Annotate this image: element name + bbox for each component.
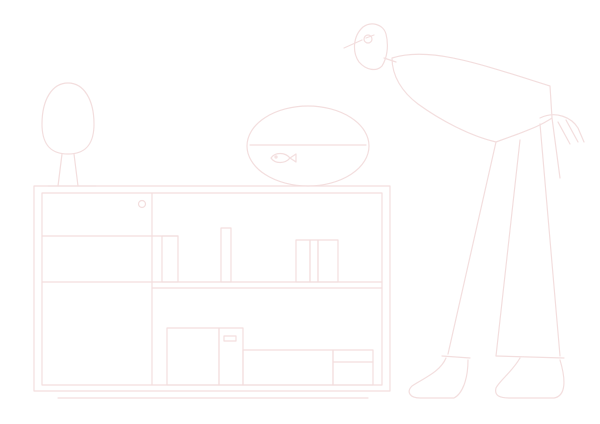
person-glasses: [343, 34, 375, 49]
storage-box: [332, 349, 374, 386]
person-arm-lower: [551, 117, 561, 179]
fish-eye: [274, 155, 278, 159]
person-pant-hem: [441, 355, 565, 359]
book: [309, 239, 319, 283]
person-torso: [391, 53, 553, 143]
plant-icon: [41, 82, 97, 187]
storage-box: [166, 327, 220, 386]
plant-stem: [73, 153, 79, 187]
cabinet-knob: [137, 199, 147, 209]
plant-leaves: [41, 82, 95, 155]
fishbowl-icon: [246, 105, 370, 187]
book: [295, 239, 311, 283]
plant-stem: [57, 153, 63, 187]
person-icon: [343, 23, 585, 399]
person-arm: [539, 114, 585, 145]
person-shoe: [408, 357, 469, 399]
person-head: [353, 23, 388, 71]
fish-tail: [289, 153, 297, 163]
fish-icon: [270, 152, 297, 164]
person-shoe: [495, 357, 565, 399]
person-legs: [447, 123, 561, 357]
person-glasses-lens: [363, 34, 373, 44]
box-label: [223, 335, 237, 342]
shelf-frame-inner: [41, 192, 383, 386]
book: [220, 227, 232, 283]
storage-box: [242, 349, 334, 386]
person-neck: [383, 57, 397, 63]
fishbowl-glass: [246, 105, 370, 187]
fish-body: [270, 152, 291, 164]
book: [317, 239, 339, 283]
shelf-frame-outer: [33, 185, 391, 392]
book: [161, 235, 179, 283]
bookshelf-icon: [33, 185, 391, 399]
